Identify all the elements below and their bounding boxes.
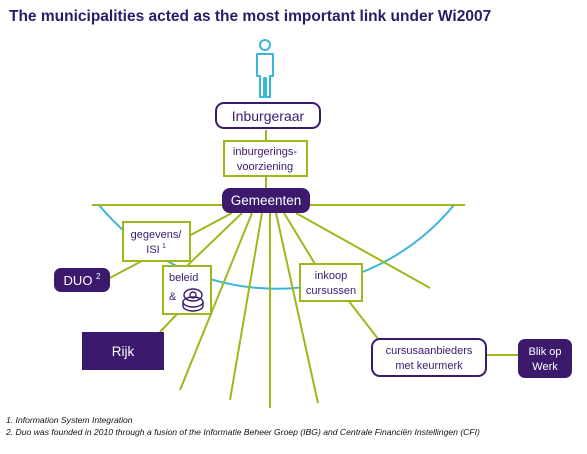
inkoop-label-2: cursussen <box>306 285 356 297</box>
person-icon <box>256 39 274 98</box>
beleid-label-2: & <box>169 291 177 303</box>
blik-label-2: Werk <box>532 361 558 373</box>
gemeenten-node: Gemeenten <box>222 188 310 213</box>
voorziening-label-1: inburgerings- <box>233 146 298 158</box>
connector-lines <box>92 130 518 408</box>
coins-icon <box>182 288 204 312</box>
gegevens-node: gegevens/ ISI 1 <box>122 221 191 262</box>
page-title: The municipalities acted as the most imp… <box>9 8 492 25</box>
inkoop-node: inkoop cursussen <box>299 263 363 302</box>
blik-op-werk-node: Blik op Werk <box>518 339 572 378</box>
beleid-label-1: beleid <box>169 272 198 284</box>
cursusaanbieders-label-2: met keurmerk <box>395 360 463 372</box>
inburgeraar-label: Inburgeraar <box>232 108 305 124</box>
gegevens-superscript: 1 <box>162 243 166 250</box>
gemeenten-label: Gemeenten <box>231 193 302 208</box>
cursusaanbieders-node: cursusaanbieders met keurmerk <box>371 338 487 377</box>
duo-label: DUO <box>64 273 93 288</box>
rijk-node: Rijk <box>82 332 164 370</box>
inkoop-label-1: inkoop <box>315 270 347 282</box>
duo-superscript: 2 <box>96 272 101 281</box>
inburgeraar-node: Inburgeraar <box>215 102 321 129</box>
cursusaanbieders-label-1: cursusaanbieders <box>386 345 473 357</box>
footnote-1: 1. Information System Integration <box>6 415 133 425</box>
beleid-node: beleid & <box>162 265 212 315</box>
voorziening-label-2: voorziening <box>237 161 293 173</box>
blik-label-1: Blik op <box>528 346 561 358</box>
rijk-label: Rijk <box>112 344 135 359</box>
footnote-2: 2. Duo was founded in 2010 through a fus… <box>6 427 480 437</box>
gegevens-label-1: gegevens/ <box>131 229 183 241</box>
gegevens-label-2: ISI <box>146 244 159 256</box>
voorziening-node: inburgerings- voorziening <box>223 140 308 177</box>
duo-node: DUO 2 <box>54 268 110 292</box>
